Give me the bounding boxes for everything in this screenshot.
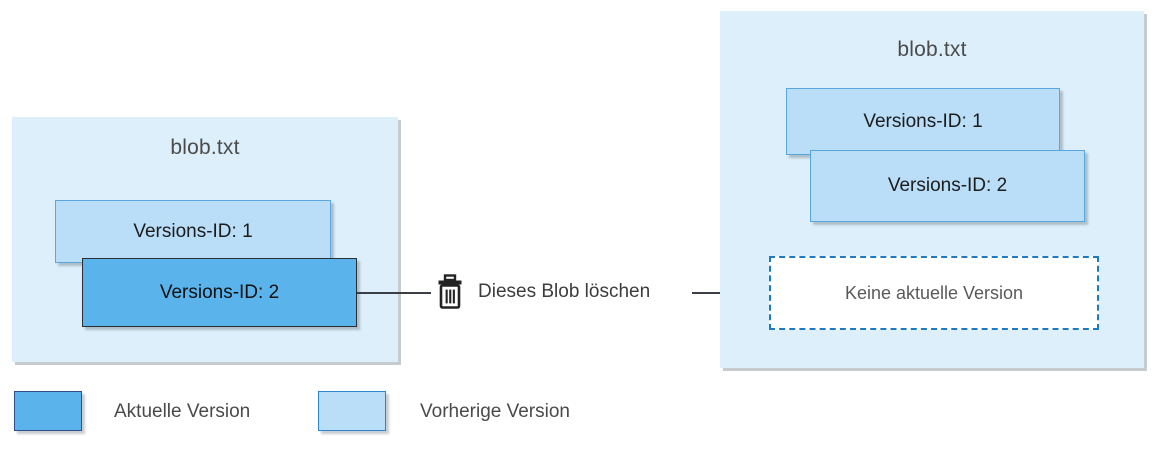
legend-swatch-previous (318, 391, 386, 431)
blob-panel-after-title: blob.txt (897, 38, 967, 61)
delete-blob-label: Dieses Blob löschen (478, 281, 651, 302)
version-card-previous-1: Versions-ID: 1 (55, 200, 331, 263)
legend-label-current: Aktuelle Version (114, 401, 251, 422)
legend-swatch-current (14, 391, 82, 431)
version-card-previous-2-after: Versions-ID: 2 (810, 150, 1085, 222)
no-current-version-placeholder: Keine aktuelle Version (769, 256, 1099, 330)
version-card-current: Versions-ID: 2 (82, 258, 357, 327)
version-card-previous-1-after: Versions-ID: 1 (786, 88, 1060, 155)
blob-panel-before-title: blob.txt (170, 136, 240, 159)
trash-icon (436, 274, 464, 315)
connector-line-to-action (357, 292, 431, 294)
legend-label-previous: Vorherige Version (420, 401, 570, 422)
